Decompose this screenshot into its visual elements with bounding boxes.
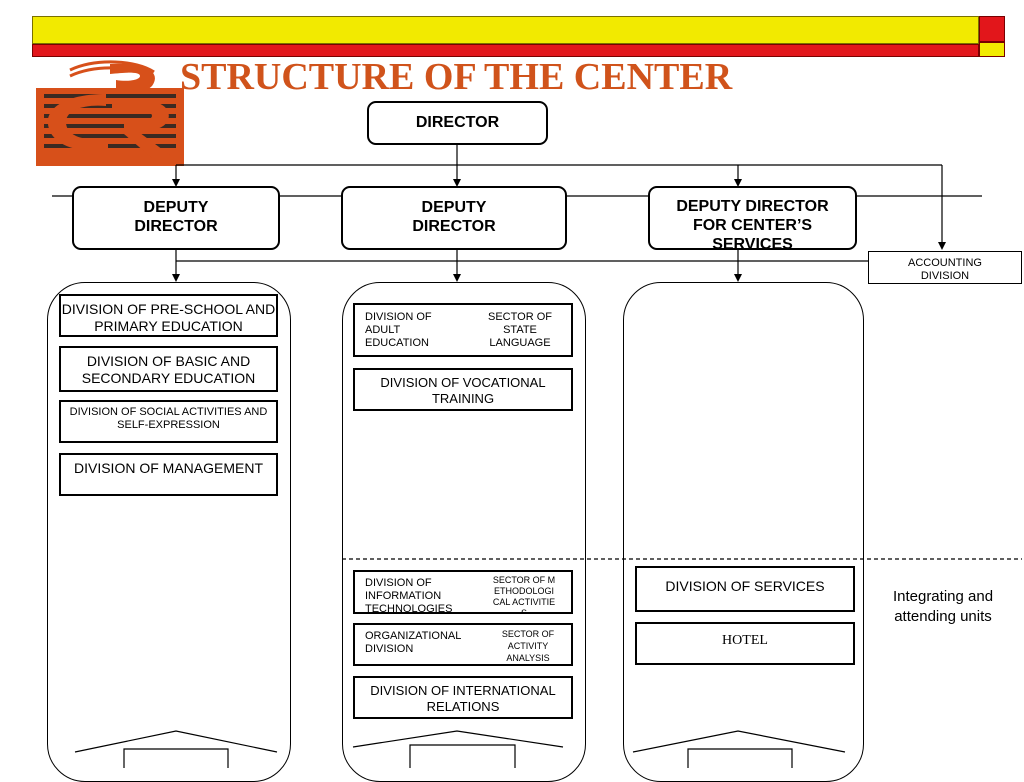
division-basic-secondary-box[interactable]: DIVISION OF BASIC AND SECONDARY EDUCATIO…	[59, 346, 278, 392]
integrating-units-note: Integrating and attending units	[876, 587, 1010, 627]
integrating-units-label: Integrating and attending units	[892, 588, 994, 625]
division-vocational-training-label: DIVISION OF VOCATIONAL TRAINING	[380, 375, 546, 406]
organizational-division-label: ORGANIZATIONAL DIVISION	[365, 630, 461, 655]
division-adult-education-label: DIVISION OF ADULT EDUCATION	[365, 311, 432, 349]
corner-square-yellow	[979, 42, 1005, 57]
deputy-director-services-label: DEPUTY DIRECTOR FOR CENTER’S SERVICES	[676, 198, 829, 250]
division-social-activities-box[interactable]: DIVISION OF SOCIAL ACTIVITIES AND SELF-E…	[59, 400, 278, 443]
deputy-director-middle-label: DEPUTY DIRECTOR	[412, 199, 496, 235]
division-services-box[interactable]: DIVISION OF SERVICES	[635, 566, 855, 612]
page-title: STRUCTURE OF THE CENTER	[180, 56, 733, 98]
accounting-division-label: ACCOUNTING DIVISION	[908, 257, 982, 282]
division-social-activities-label: DIVISION OF SOCIAL ACTIVITIES AND SELF-E…	[69, 406, 268, 431]
division-management-label: DIVISION OF MANAGEMENT	[73, 460, 263, 476]
division-preschool-box[interactable]: DIVISION OF PRE-SCHOOL AND PRIMARY EDUCA…	[59, 294, 278, 337]
deputy-director-services-box[interactable]: DEPUTY DIRECTOR FOR CENTER’S SERVICES	[648, 186, 857, 250]
hotel-label: HOTEL	[722, 633, 768, 648]
division-preschool-label: DIVISION OF PRE-SCHOOL AND PRIMARY EDUCA…	[61, 301, 276, 334]
deputy-director-left-label: DEPUTY DIRECTOR	[134, 199, 218, 235]
division-basic-secondary-label: DIVISION OF BASIC AND SECONDARY EDUCATIO…	[81, 353, 256, 386]
column-panel-right	[623, 282, 864, 782]
accounting-division-box[interactable]: ACCOUNTING DIVISION	[868, 251, 1022, 284]
division-international-relations-label: DIVISION OF INTERNATIONAL RELATIONS	[370, 683, 556, 714]
cpr-logo	[36, 58, 184, 166]
deputy-director-left-box[interactable]: DEPUTY DIRECTOR	[72, 186, 280, 250]
division-information-technologies-box[interactable]: DIVISION OF INFORMATION TECHNOLOGIES SEC…	[353, 570, 573, 614]
corner-square-red	[979, 16, 1005, 42]
division-management-box[interactable]: DIVISION OF MANAGEMENT	[59, 453, 278, 496]
director-label: DIRECTOR	[415, 114, 500, 131]
division-services-label: DIVISION OF SERVICES	[665, 578, 825, 594]
header-bar-yellow	[32, 16, 979, 44]
division-information-technologies-label: DIVISION OF INFORMATION TECHNOLOGIES	[365, 577, 453, 614]
division-adult-education-box[interactable]: DIVISION OF ADULT EDUCATION SECTOR OF ST…	[353, 303, 573, 357]
hotel-box[interactable]: HOTEL	[635, 622, 855, 665]
division-international-relations-box[interactable]: DIVISION OF INTERNATIONAL RELATIONS	[353, 676, 573, 719]
sector-state-language-label: SECTOR OF STATE LANGUAGE	[488, 311, 552, 349]
sector-activity-analysis-label: SECTOR OF ACTIVITY ANALYSIS	[501, 629, 555, 663]
header-bar-red	[32, 44, 979, 57]
division-vocational-training-box[interactable]: DIVISION OF VOCATIONAL TRAINING	[353, 368, 573, 411]
deputy-director-middle-box[interactable]: DEPUTY DIRECTOR	[341, 186, 567, 250]
director-box[interactable]: DIRECTOR	[367, 101, 548, 145]
organizational-division-box[interactable]: ORGANIZATIONAL DIVISION SECTOR OF ACTIVI…	[353, 623, 573, 666]
sector-methodological-activities-label: SECTOR OF METHODOLOGICAL ACTIVITIES	[492, 575, 556, 614]
